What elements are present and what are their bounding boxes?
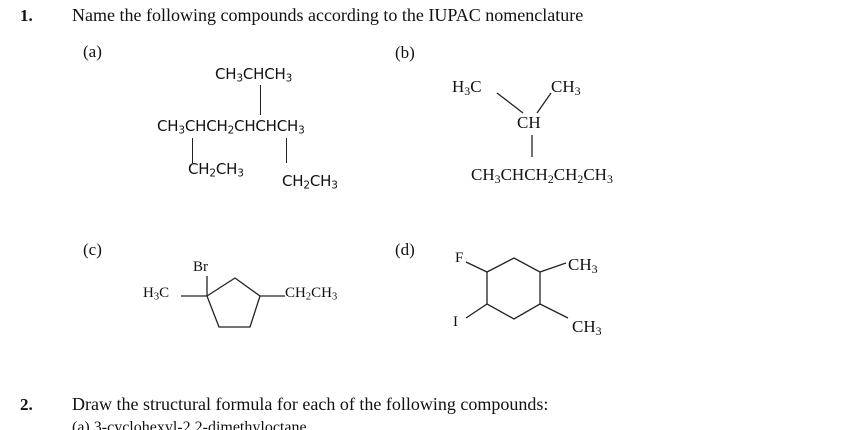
compound-d-methyl-1: CH3 bbox=[568, 255, 598, 276]
compound-b-ch: CH bbox=[517, 113, 541, 132]
label-d: (d) bbox=[395, 240, 415, 259]
question-number-2: 2. bbox=[20, 395, 33, 414]
compound-c-ethyl: CH2CH3 bbox=[285, 285, 338, 303]
question-text-1: Name the following compounds according t… bbox=[72, 5, 584, 25]
bond-a-left bbox=[192, 138, 194, 163]
compound-a-ethyl-2: CH2CH3 bbox=[282, 172, 338, 192]
question-number-1: 1. bbox=[20, 6, 33, 25]
question-2-item-a: (a) 3-cyclohexyl-2,2-dimethyloctane bbox=[72, 419, 307, 430]
label-b: (b) bbox=[395, 43, 415, 62]
question-2-item-a-clipped: (a) 3-cyclohexyl-2,2-dimethyloctane bbox=[72, 419, 572, 430]
compound-d-fluorine: F bbox=[455, 250, 464, 266]
compound-d-methyl-2: CH3 bbox=[572, 317, 602, 338]
compound-c-methyl: H3C bbox=[143, 285, 170, 303]
label-c: (c) bbox=[83, 240, 102, 259]
bond-a-top bbox=[260, 85, 262, 115]
compound-b-left-methyl: H3C bbox=[452, 77, 482, 98]
compound-a-isopropyl: CH3CHCH3 bbox=[215, 65, 293, 85]
compound-d-iodine: I bbox=[453, 314, 458, 330]
compound-a-main-chain: CH3CHCH2CHCHCH3 bbox=[157, 117, 305, 137]
compound-b-main-chain: CH3CHCH2CH2CH3 bbox=[471, 165, 613, 186]
compound-a-ethyl-1: CH2CH3 bbox=[188, 160, 244, 180]
bond-a-right bbox=[286, 138, 288, 163]
label-a: (a) bbox=[83, 42, 102, 61]
question-text-2: Draw the structural formula for each of … bbox=[72, 394, 549, 414]
compound-c-bromine: Br bbox=[193, 259, 208, 275]
compound-b-right-methyl: CH3 bbox=[551, 77, 581, 98]
